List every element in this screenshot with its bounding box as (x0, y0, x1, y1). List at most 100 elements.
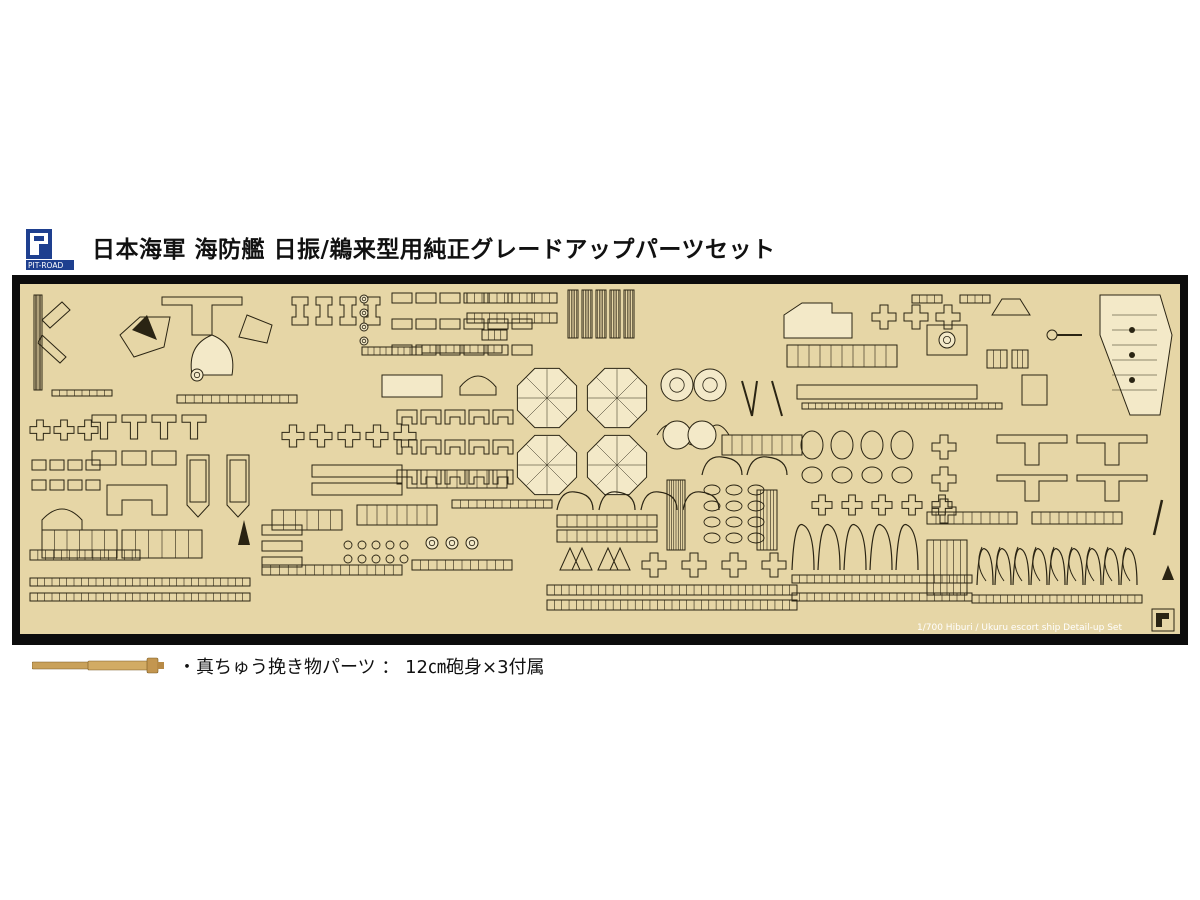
oval-fitting (703, 484, 721, 496)
t-bracket (151, 414, 177, 440)
ring-part (385, 540, 395, 550)
oval-fitting (747, 500, 765, 512)
railing-part (986, 349, 1008, 369)
curved-railing (895, 524, 919, 571)
round-part-inner (361, 338, 367, 344)
hook-part (1032, 546, 1041, 582)
t-deck-bracket (996, 474, 1068, 502)
hook-part (1122, 546, 1131, 582)
round-part (359, 308, 369, 318)
cross-fitting (309, 424, 333, 448)
grating-line (596, 377, 618, 399)
fitting-ring (801, 466, 823, 484)
cross-fitting (811, 494, 833, 516)
grating-line (546, 464, 568, 486)
round-part (660, 368, 694, 402)
round-part (359, 322, 369, 332)
curved-railing (817, 524, 841, 571)
photo-etch-sheet: 1/700 Hiburi / Ukuru escort ship Detail-… (12, 275, 1188, 645)
curved-railing (640, 491, 678, 511)
oval-fitting (725, 500, 743, 512)
grating-line (526, 397, 548, 419)
hook-part (1050, 546, 1059, 582)
deck-fitting (119, 316, 171, 358)
etched-part (85, 479, 101, 491)
grating-line (616, 377, 638, 399)
etched-part (31, 459, 47, 471)
etched-part (31, 479, 47, 491)
cross-fitting (29, 419, 51, 441)
hook-part (1014, 546, 1023, 582)
etched-part (67, 459, 83, 471)
grating-line (596, 444, 618, 466)
bitt-part (468, 469, 490, 485)
grating-line (526, 464, 548, 486)
oval-fitting (747, 516, 765, 528)
round-part (359, 294, 369, 304)
grating-line (596, 464, 618, 486)
hook-part (996, 546, 1005, 582)
round-part-inner (468, 539, 476, 547)
round-part (190, 368, 204, 382)
round-part (938, 331, 956, 349)
square-fitting (926, 324, 968, 356)
curved-railing (1012, 548, 1030, 586)
curved-railing (598, 491, 636, 511)
pennant-part (1162, 565, 1174, 580)
etched-part (487, 318, 509, 330)
cross-fitting (841, 494, 863, 516)
grating-line (596, 397, 618, 419)
cross-fitting (871, 494, 893, 516)
boom-part (741, 380, 783, 417)
cross-fitting (931, 466, 957, 492)
ring-part (399, 540, 409, 550)
ring-part (371, 554, 381, 564)
bitt-part (444, 409, 466, 425)
cross-fitting (871, 304, 897, 330)
railing-part (229, 459, 247, 503)
bitt-part (420, 439, 442, 455)
grating-line (616, 397, 638, 419)
cross-fitting (393, 424, 417, 448)
hook-part (1068, 546, 1077, 582)
cross-fitting (903, 304, 929, 330)
etched-part (391, 318, 413, 330)
fitting-ring (891, 466, 913, 484)
searchlight-platform (381, 374, 443, 398)
etched-part (91, 450, 117, 466)
cross-fitting (77, 419, 99, 441)
gun-shield-pair (311, 464, 403, 496)
round-part (687, 420, 717, 450)
curved-railing (843, 524, 867, 571)
round-part-inner (702, 377, 718, 393)
curved-railing (1066, 548, 1084, 586)
davit-part (291, 296, 309, 326)
dark-cutout (132, 315, 157, 340)
bitt-part (420, 469, 442, 485)
curved-railing (1048, 548, 1066, 586)
ladder-part (186, 454, 210, 518)
mast-rod (1152, 499, 1164, 536)
round-part-inner (361, 296, 367, 302)
bitt-part (468, 409, 490, 425)
life-ring-rack (800, 430, 824, 460)
etched-part (415, 318, 437, 330)
t-bracket (91, 414, 117, 440)
fitting-ring (831, 466, 853, 484)
oval-fitting (725, 516, 743, 528)
round-part (693, 368, 727, 402)
bitt-part (444, 469, 466, 485)
railing-part (189, 459, 207, 503)
round-part-inner (448, 539, 456, 547)
etched-part (121, 450, 147, 466)
cross-fitting (641, 552, 667, 578)
bitt-part (492, 409, 514, 425)
etched-part (439, 318, 461, 330)
bollard-dot (1129, 352, 1135, 358)
bitt-part (420, 409, 442, 425)
bow-deck (1099, 294, 1173, 416)
cross-fitting (761, 552, 787, 578)
round-part (359, 336, 369, 346)
grating-line (526, 377, 548, 399)
curved-railing (1084, 548, 1102, 586)
